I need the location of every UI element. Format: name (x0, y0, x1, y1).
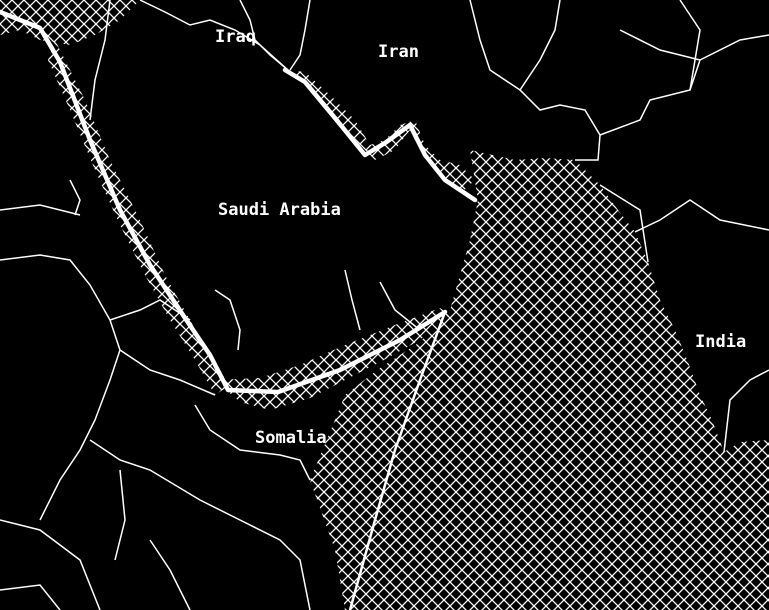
label-india: India (695, 332, 746, 352)
red-sea-hatch (48, 40, 230, 395)
border-line (89, 0, 111, 121)
border-line (723, 369, 769, 453)
border-line (469, 0, 601, 161)
border-line (119, 349, 216, 396)
border-line (214, 289, 241, 351)
border-line (239, 0, 289, 71)
border-line (619, 29, 701, 61)
border-line (599, 34, 769, 136)
arabian-sea-hatch (310, 150, 769, 610)
mediterranean-hatch (0, 0, 140, 45)
border-line (0, 584, 61, 610)
border-line (379, 281, 421, 331)
shipping-routes (0, 9, 478, 610)
border-line (519, 0, 561, 91)
border-line (89, 439, 311, 610)
border-line (679, 0, 701, 91)
label-somalia: Somalia (255, 428, 327, 448)
gulf-of-aden-hatch (215, 308, 450, 410)
border-line (634, 199, 769, 233)
border-line (149, 539, 191, 610)
label-saudi-arabia: Saudi Arabia (218, 200, 341, 220)
gulf-route (282, 67, 478, 203)
label-iran: Iran (378, 42, 419, 62)
label-iraq: Iraq (215, 27, 256, 47)
place-labels: Iraq Iran Saudi Arabia India Somalia (215, 27, 746, 448)
border-line (344, 269, 361, 331)
red-sea-route (0, 9, 448, 395)
border-line (0, 254, 121, 521)
border-line (109, 299, 191, 321)
border-line (194, 404, 311, 481)
border-line (599, 184, 649, 263)
border-line (289, 0, 311, 71)
ocean-route (348, 310, 447, 610)
border-line (114, 469, 126, 561)
border-line (0, 204, 81, 216)
border-line (0, 519, 101, 610)
persian-gulf-hatch (288, 70, 475, 192)
border-line (69, 179, 81, 216)
border-line (139, 0, 289, 71)
